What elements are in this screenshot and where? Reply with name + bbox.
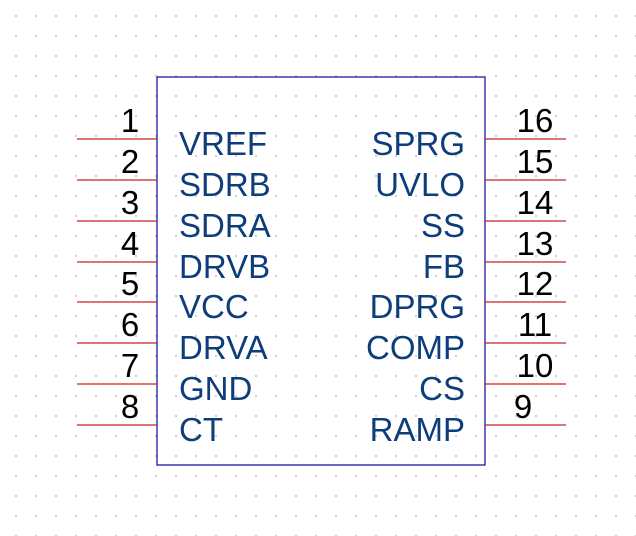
right-pin-15[interactable]: 15 UVLO [375, 143, 566, 203]
left-pin-4[interactable]: 4 DRVB [77, 225, 270, 285]
pin-name: CS [419, 370, 465, 407]
pin-number: 6 [121, 306, 139, 343]
pin-name: RAMP [370, 411, 465, 448]
component-body[interactable] [156, 76, 486, 466]
pin-name: VCC [179, 288, 249, 325]
pin-number: 14 [517, 184, 554, 221]
right-pin-12[interactable]: 12 DPRG [370, 265, 566, 325]
pin-name: FB [423, 248, 465, 285]
pin-number: 15 [517, 143, 554, 180]
pin-number: 4 [121, 225, 139, 262]
right-pin-16[interactable]: 16 SPRG [371, 102, 566, 162]
pin-number: 11 [518, 306, 552, 343]
pin-number: 5 [121, 265, 139, 302]
pin-number: 7 [121, 347, 139, 384]
right-pin-13[interactable]: 13 FB [423, 225, 566, 285]
pin-name: CT [179, 411, 223, 448]
right-pin-11[interactable]: 11 COMP [366, 306, 566, 366]
pin-number: 9 [514, 388, 532, 425]
pin-number: 3 [121, 184, 139, 221]
left-pin-8[interactable]: 8 CT [77, 388, 223, 448]
pin-name: SDRB [179, 166, 271, 203]
left-pin-1[interactable]: 1 VREF [77, 102, 267, 162]
pin-number: 13 [517, 225, 554, 262]
pin-name: COMP [366, 329, 465, 366]
pin-name: SDRA [179, 207, 271, 244]
pin-number: 16 [517, 102, 554, 139]
right-pin-9[interactable]: 9 RAMP [370, 388, 566, 448]
left-pin-3[interactable]: 3 SDRA [77, 184, 271, 244]
right-pin-10[interactable]: 10 CS [419, 347, 566, 407]
left-pin-7[interactable]: 7 GND [77, 347, 252, 407]
right-pin-14[interactable]: 14 SS [421, 184, 566, 244]
pin-name: SPRG [371, 125, 465, 162]
pin-name: SS [421, 207, 465, 244]
left-pin-5[interactable]: 5 VCC [77, 265, 249, 325]
pin-number: 8 [121, 388, 139, 425]
pin-name: DPRG [370, 288, 465, 325]
pin-name: GND [179, 370, 252, 407]
pin-number: 1 [121, 102, 139, 139]
pin-number: 12 [517, 265, 554, 302]
pin-name: UVLO [375, 166, 465, 203]
left-pin-6[interactable]: 6 DRVA [77, 306, 268, 366]
pin-name: VREF [179, 125, 267, 162]
pin-name: DRVB [179, 248, 270, 285]
pin-name: DRVA [179, 329, 268, 366]
left-pin-2[interactable]: 2 SDRB [77, 143, 271, 203]
pin-number: 2 [121, 143, 139, 180]
pin-number: 10 [517, 347, 554, 384]
